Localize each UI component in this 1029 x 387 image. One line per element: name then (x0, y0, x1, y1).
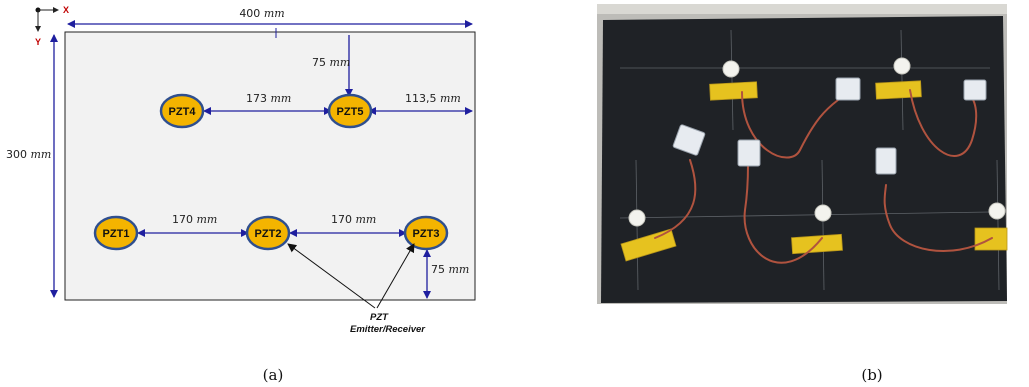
svg-text:PZT1: PZT1 (103, 228, 130, 240)
callout-line1: PZT (370, 312, 389, 323)
svg-text:PZT2: PZT2 (255, 228, 282, 240)
svg-text:PZT4: PZT4 (169, 106, 197, 118)
sensor-disc-top-left (722, 60, 740, 78)
callout-line2: Emitter/Receiver (350, 324, 426, 335)
sensor-disc-bottom-middle (814, 204, 832, 222)
plate-dark (601, 16, 1007, 303)
transducer-pzt2: PZT2 (245, 215, 291, 251)
wire-connectors (672, 77, 987, 175)
plate-width-label: 400 mm (239, 7, 284, 20)
sensor-discs (628, 57, 1006, 227)
pzt5-top-label: 75 mm (312, 56, 350, 69)
transducer-pzt3: PZT3 (403, 215, 449, 251)
callout-arrow-pzt3 (376, 243, 415, 309)
wires (654, 89, 993, 264)
transducer-pzt4: PZT4 (159, 93, 205, 129)
sensor-disc-top-right (893, 57, 911, 75)
panel-a-diagram: X Y 400 mm 300 mm 75 mm 173 mm 113,5 mm … (6, 5, 476, 335)
x-axis-label: X (63, 5, 69, 15)
svg-text:PZT5: PZT5 (337, 106, 364, 118)
pzt3-bottom-label: 75 mm (431, 263, 469, 276)
panel-b-photo (597, 4, 1008, 304)
axes-indicator: X Y (35, 5, 69, 47)
plate (64, 31, 476, 301)
sensor-disc-bottom-right (988, 202, 1006, 220)
caption-a: (a) (263, 366, 284, 384)
photo-table-edge (597, 4, 1007, 14)
svg-text:PZT3: PZT3 (413, 228, 440, 240)
pzt5-right-label: 113,5 mm (405, 92, 461, 105)
sensor-disc-bottom-left (628, 209, 646, 227)
pzt2-pzt3-label: 170 mm (331, 213, 376, 226)
transducer-pzt5: PZT5 (327, 93, 373, 129)
caption-b: (b) (861, 366, 882, 384)
pzt1-pzt2-label: 170 mm (172, 213, 217, 226)
transducer-pzt1: PZT1 (93, 215, 139, 251)
guide-lines (619, 29, 1000, 291)
callout-arrow-pzt2 (287, 243, 376, 309)
pzt4-pzt5-label: 173 mm (246, 92, 291, 105)
plate-height-label: 300 mm (6, 148, 51, 161)
y-axis-label: Y (35, 37, 41, 47)
